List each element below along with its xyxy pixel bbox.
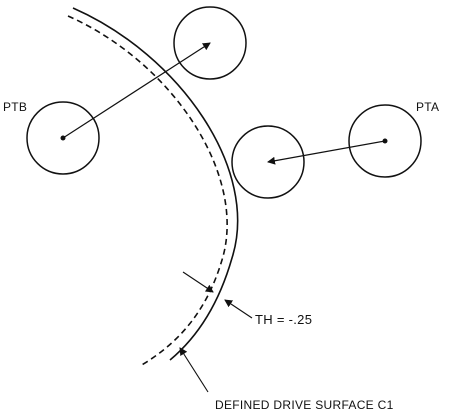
tool-circle-top	[173, 6, 247, 80]
tool-circle-pta	[348, 104, 422, 178]
thickness-arrow-inner	[224, 299, 253, 319]
tool-circle-ptb	[26, 101, 100, 175]
motion-arrow-ptb	[62, 42, 211, 139]
thickness-offset-curve	[67, 15, 228, 367]
label-pta: PTA	[416, 100, 440, 114]
thickness-arrow-outer	[182, 271, 214, 293]
drive-surface-leader	[179, 347, 209, 393]
tool-circle-middle	[231, 125, 305, 199]
label-ptb: PTB	[3, 100, 28, 114]
label-thickness: TH = -.25	[255, 312, 313, 327]
motion-arrow-pta	[267, 140, 386, 165]
drive-surface-curve	[72, 7, 239, 361]
label-drive-surface: DEFINED DRIVE SURFACE C1	[215, 398, 394, 412]
